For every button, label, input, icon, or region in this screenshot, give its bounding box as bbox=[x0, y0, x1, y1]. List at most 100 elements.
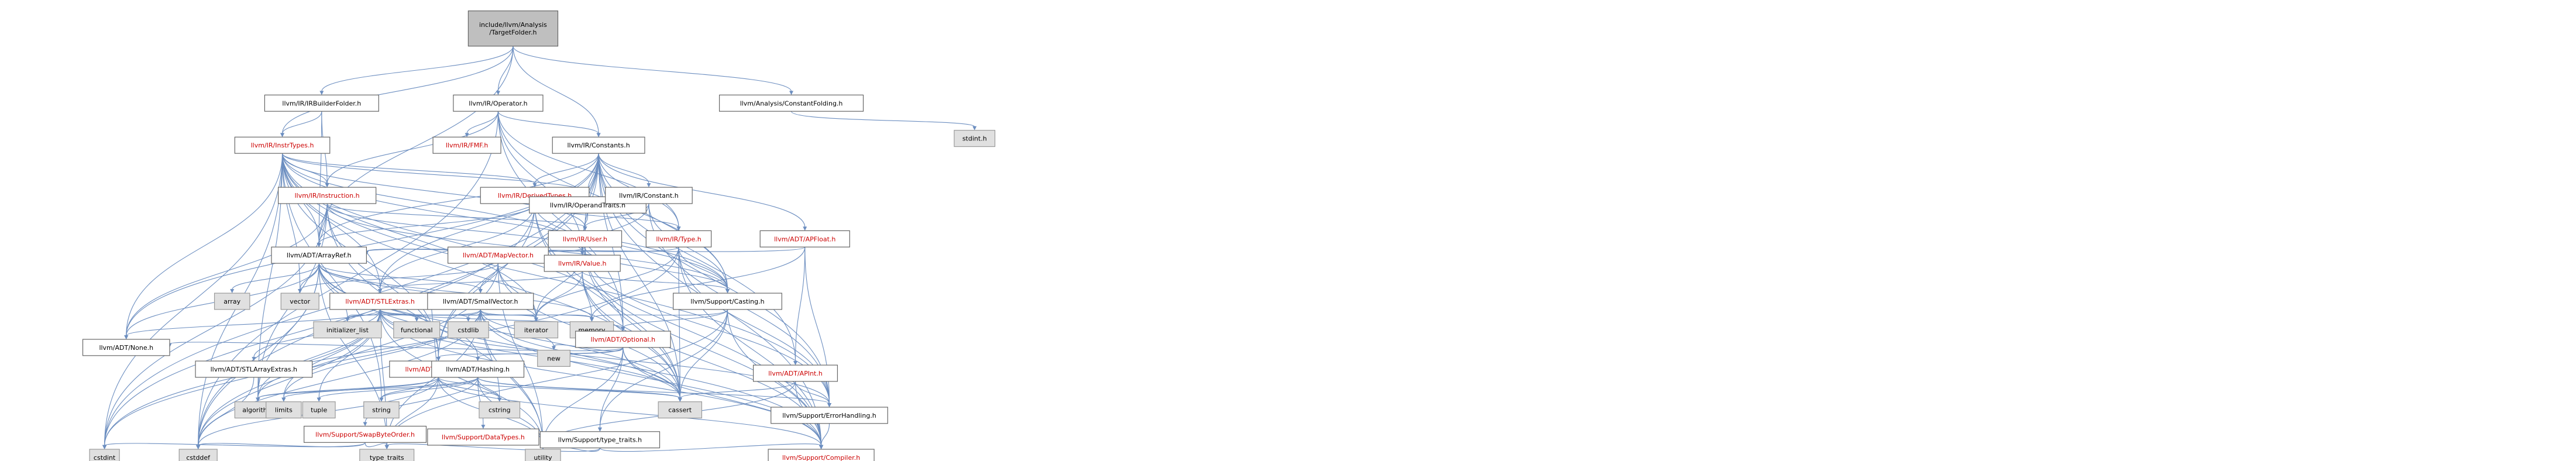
graph-node-stlarrayextras[interactable]: llvm/ADT/STLArrayExtras.h bbox=[195, 360, 313, 378]
dependency-edge bbox=[282, 153, 586, 228]
graph-node-array: array bbox=[214, 293, 250, 310]
dependency-edge bbox=[282, 46, 514, 134]
graph-node-hashing[interactable]: llvm/ADT/Hashing.h bbox=[431, 360, 525, 378]
edge-arrowhead bbox=[590, 317, 594, 322]
node-label: string bbox=[372, 407, 391, 414]
graph-node-irbuilderfolder[interactable]: llvm/IR/IRBuilderFolder.h bbox=[264, 94, 379, 112]
graph-node-insttypes[interactable]: llvm/IR/InstrTypes.h bbox=[234, 136, 331, 154]
graph-node-stlextras[interactable]: llvm/ADT/STLExtras.h bbox=[329, 293, 431, 310]
node-label: tuple bbox=[311, 407, 327, 414]
node-label: llvm/IR/User.h bbox=[563, 235, 607, 243]
dependency-edge bbox=[198, 377, 254, 446]
dependency-edge bbox=[380, 309, 536, 319]
graph-node-mapvector[interactable]: llvm/ADT/MapVector.h bbox=[447, 246, 549, 264]
graph-node-datatypes[interactable]: llvm/Support/DataTypes.h bbox=[427, 428, 539, 446]
dependency-edge bbox=[534, 203, 728, 290]
dependency-edge bbox=[318, 263, 536, 318]
node-label: cstdint bbox=[94, 454, 116, 461]
node-label: cstddef bbox=[186, 454, 211, 461]
graph-node-constant[interactable]: llvm/IR/Constant.h bbox=[605, 187, 693, 204]
graph-node-optional[interactable]: llvm/ADT/Optional.h bbox=[575, 331, 671, 348]
graph-node-smallvector[interactable]: llvm/ADT/SmallVector.h bbox=[427, 293, 534, 310]
graph-node-constants[interactable]: llvm/IR/Constants.h bbox=[552, 136, 645, 154]
graph-node-instruction[interactable]: llvm/IR/Instruction.h bbox=[278, 187, 377, 204]
edge-arrowhead bbox=[280, 133, 285, 137]
dependency-edge bbox=[169, 342, 624, 352]
edge-arrowhead bbox=[102, 445, 107, 449]
edge-arrowhead bbox=[496, 91, 500, 95]
dependency-edge bbox=[318, 153, 599, 244]
node-label: include/llvm/Analysis bbox=[479, 21, 547, 29]
node-box bbox=[431, 360, 525, 378]
node-box bbox=[525, 449, 561, 461]
graph-node-apint[interactable]: llvm/ADT/APInt.h bbox=[752, 364, 838, 382]
graph-node-arrayref[interactable]: llvm/ADT/ArrayRef.h bbox=[271, 246, 367, 264]
dependency-edge bbox=[480, 309, 593, 319]
node-label: llvm/ADT/APInt.h bbox=[768, 370, 823, 377]
dependency-edge bbox=[679, 309, 728, 398]
node-box bbox=[575, 331, 671, 348]
graph-node-constantfolding[interactable]: llvm/Analysis/ConstantFolding.h bbox=[718, 94, 864, 112]
edge-arrowhead bbox=[379, 397, 384, 402]
node-box bbox=[89, 449, 120, 461]
dependency-edge bbox=[381, 377, 479, 399]
edge-arrowhead bbox=[414, 317, 419, 322]
node-label: llvm/Support/type_traits.h bbox=[558, 436, 642, 444]
dependency-edge bbox=[198, 442, 366, 448]
node-label: algorithm bbox=[242, 407, 273, 414]
edge-arrowhead bbox=[583, 226, 587, 231]
node-label: llvm/ADT/None.h bbox=[99, 344, 153, 352]
node-box bbox=[514, 321, 559, 339]
dependency-edge bbox=[318, 263, 481, 290]
dependency-edge bbox=[678, 247, 680, 398]
graph-node-type[interactable]: llvm/IR/Type.h bbox=[645, 230, 712, 247]
edge-arrowhead bbox=[476, 357, 480, 362]
node-box bbox=[329, 293, 431, 310]
graph-node-iterator: iterator bbox=[514, 321, 559, 339]
edge-arrowhead bbox=[325, 183, 329, 188]
dependency-edge bbox=[582, 271, 593, 318]
node-label: llvm/ADT/SmallVector.h bbox=[443, 298, 518, 305]
edge-arrowhead bbox=[345, 317, 350, 322]
dependency-edge bbox=[497, 111, 624, 328]
node-label: llvm/Analysis/ConstantFolding.h bbox=[740, 99, 843, 107]
dependency-edge bbox=[318, 263, 593, 318]
edge-arrowhead bbox=[319, 91, 324, 95]
graph-node-value[interactable]: llvm/IR/Value.h bbox=[544, 254, 621, 272]
graph-node-cstdint: cstdint bbox=[89, 449, 120, 461]
graph-node-root[interactable]: include/llvm/Analysis/TargetFolder.h bbox=[467, 10, 559, 47]
graph-node-casting[interactable]: llvm/Support/Casting.h bbox=[673, 293, 782, 310]
node-label: llvm/Support/ErrorHandling.h bbox=[782, 412, 876, 419]
edge-arrowhead bbox=[252, 357, 256, 362]
node-box bbox=[363, 401, 400, 419]
graph-node-typetraitsS[interactable]: llvm/Support/type_traits.h bbox=[539, 431, 661, 449]
node-box bbox=[393, 321, 441, 339]
graph-node-compiler[interactable]: llvm/Support/Compiler.h bbox=[768, 449, 875, 461]
node-box bbox=[539, 431, 661, 449]
graph-node-errorhandling[interactable]: llvm/Support/ErrorHandling.h bbox=[771, 407, 888, 424]
graph-node-operator[interactable]: llvm/IR/Operator.h bbox=[453, 94, 544, 112]
node-box bbox=[427, 293, 534, 310]
dependency-edge bbox=[648, 203, 728, 290]
edge-arrowhead bbox=[317, 397, 321, 402]
node-box bbox=[264, 94, 379, 112]
dependency-edge bbox=[126, 153, 283, 336]
dependency-edge bbox=[497, 111, 583, 252]
graph-node-apfloat[interactable]: llvm/ADT/APFloat.h bbox=[759, 230, 850, 247]
dependency-edge bbox=[104, 247, 679, 446]
node-box bbox=[234, 136, 331, 154]
node-label: llvm/IR/Constant.h bbox=[619, 192, 679, 199]
node-label: cstring bbox=[489, 407, 511, 414]
node-box bbox=[447, 321, 489, 339]
node-box bbox=[771, 407, 888, 424]
edge-arrowhead bbox=[378, 289, 383, 294]
node-box bbox=[280, 293, 319, 310]
graph-node-fmf[interactable]: llvm/IR/FMF.h bbox=[432, 136, 501, 154]
graph-node-user[interactable]: llvm/IR/User.h bbox=[548, 230, 622, 247]
edge-arrowhead bbox=[972, 126, 977, 130]
dependency-edge bbox=[257, 263, 319, 398]
graph-node-swapbyteorder[interactable]: llvm/Support/SwapByteOrder.h bbox=[304, 425, 427, 443]
graph-node-none[interactable]: llvm/ADT/None.h bbox=[82, 339, 170, 356]
dependency-edge bbox=[678, 247, 728, 290]
dependency-edge bbox=[535, 271, 583, 318]
